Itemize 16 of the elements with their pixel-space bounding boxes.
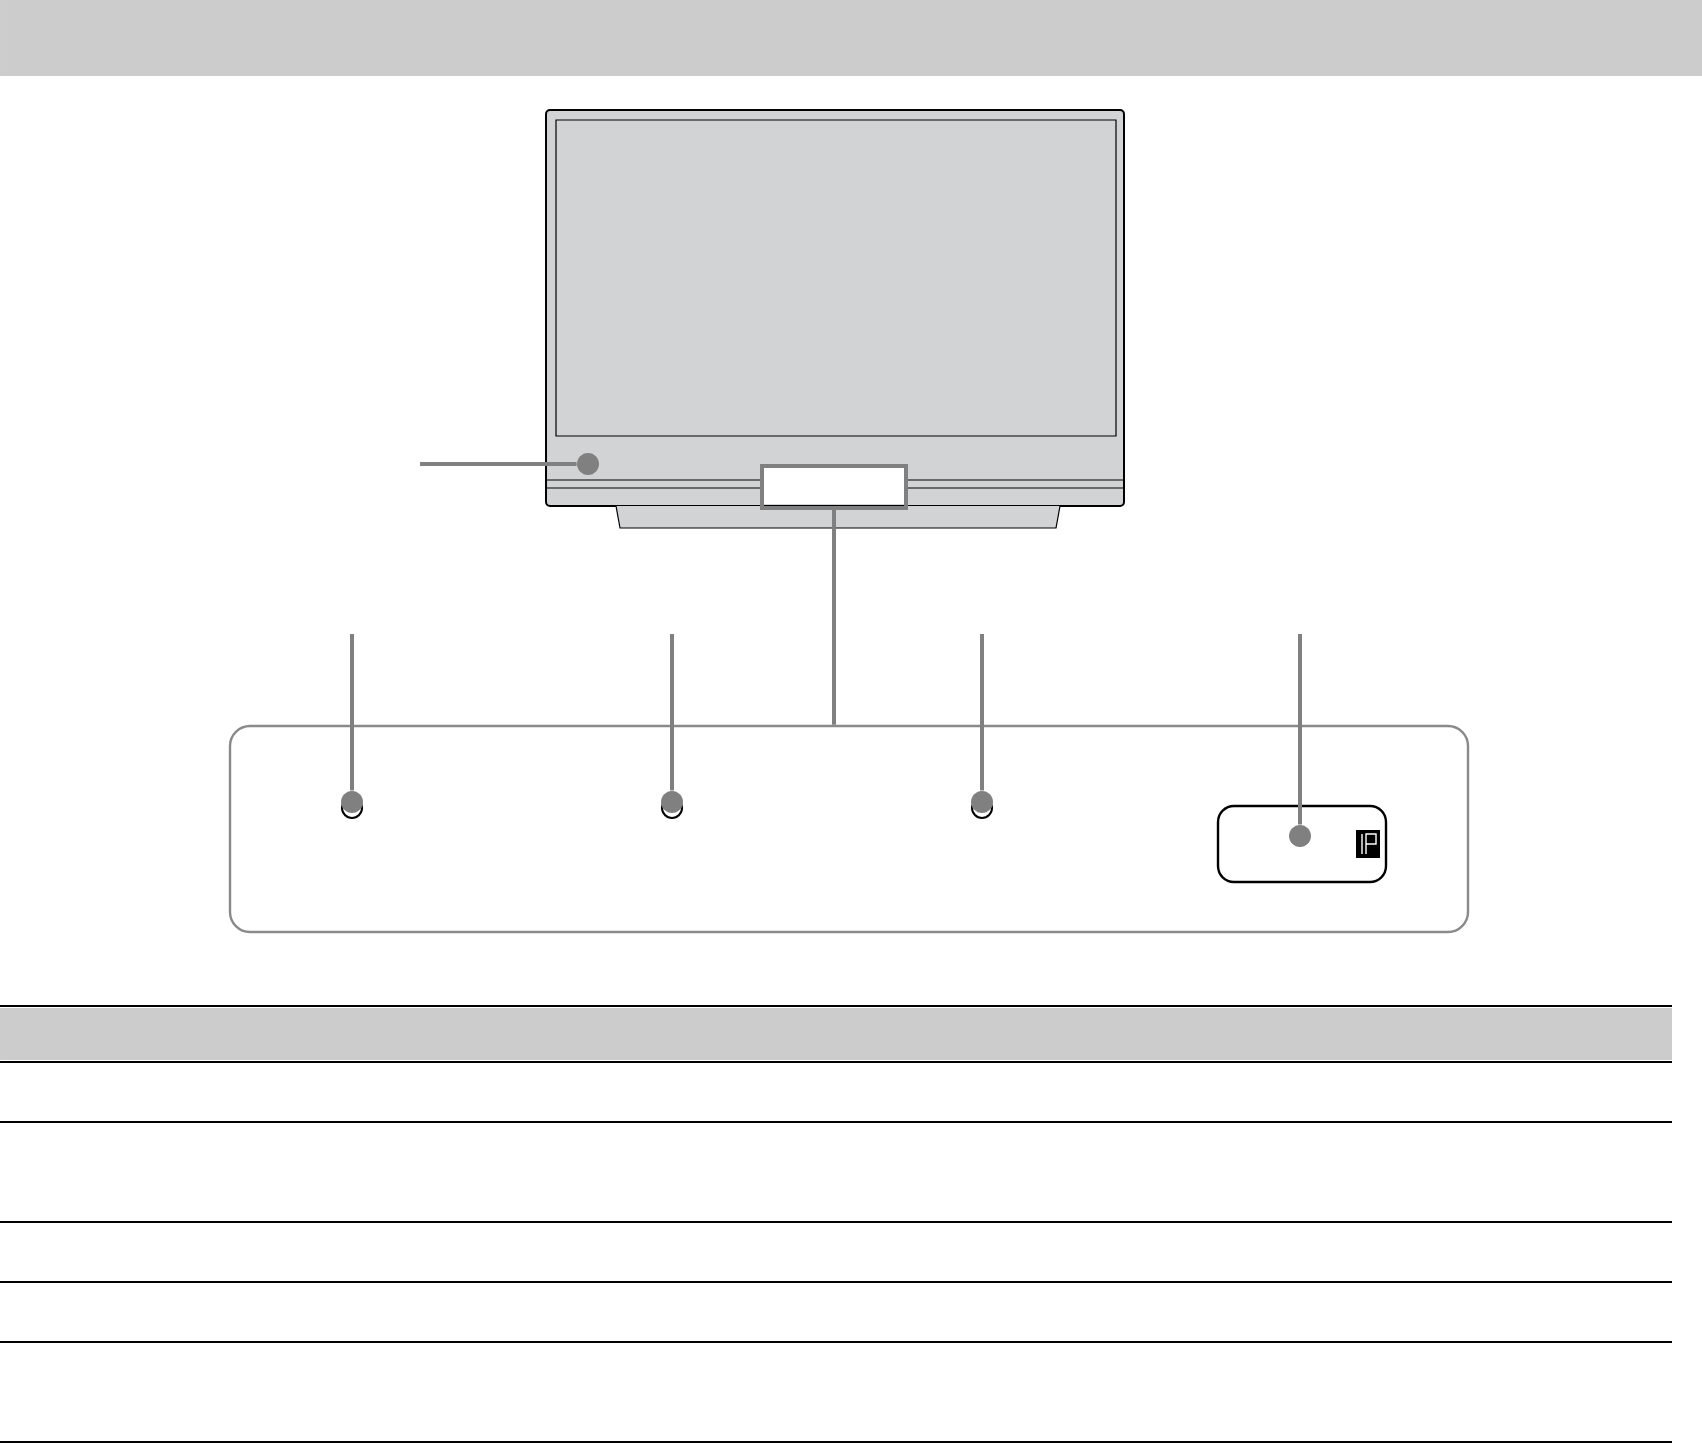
leader-dot <box>1289 825 1311 847</box>
title-bar <box>0 0 1702 76</box>
connector-line <box>832 510 836 725</box>
sensor-window <box>1216 804 1388 884</box>
leader-dot <box>661 791 683 813</box>
leader-line <box>350 634 354 791</box>
leader-dot <box>577 453 599 475</box>
tv-drawing <box>545 109 1125 529</box>
panel-closeup <box>228 724 1470 934</box>
leader-line <box>420 462 577 466</box>
leader-dot <box>341 791 363 813</box>
leader-line <box>980 634 984 791</box>
leader-line <box>670 634 674 791</box>
highlight-frame <box>760 464 908 510</box>
leader-dot <box>971 791 993 813</box>
leader-line <box>1298 634 1302 825</box>
